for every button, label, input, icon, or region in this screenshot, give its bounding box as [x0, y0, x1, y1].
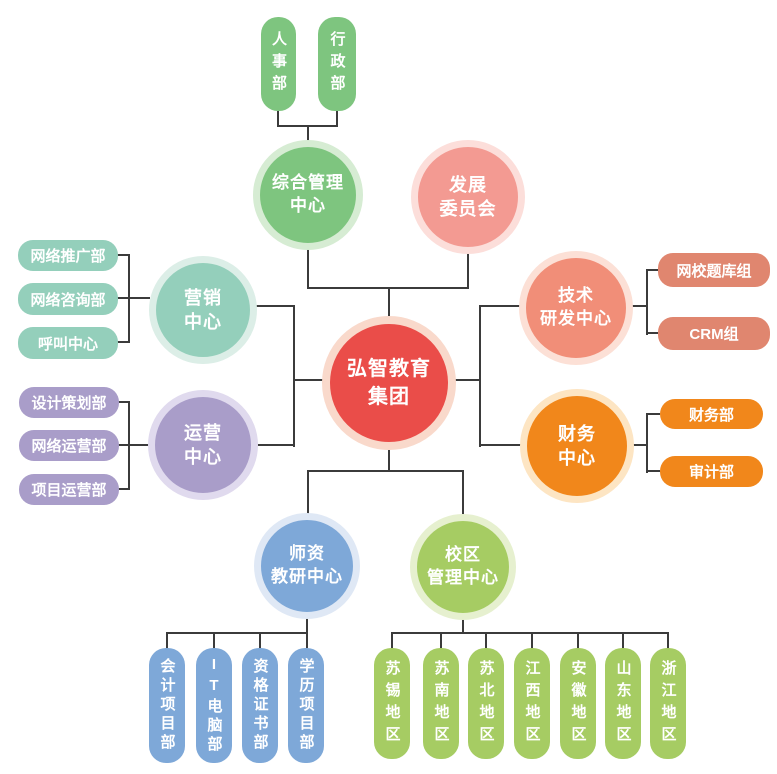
connector-line — [646, 470, 660, 472]
pill-zhejiang-region: 浙江地区 — [650, 648, 686, 759]
connector-line — [118, 444, 149, 446]
pill-crm-group: CRM组 — [658, 317, 770, 350]
connector-line — [307, 125, 309, 141]
pill-jiangxi-region: 江西地区 — [514, 648, 550, 759]
connector-line — [633, 444, 648, 446]
connector-line — [117, 297, 150, 299]
connector-line — [166, 632, 308, 634]
pill-design-planning-dept: 设计策划部 — [19, 387, 119, 418]
connector-line — [117, 341, 130, 343]
node-hongzhi-education-group: 弘智教育 集团 — [322, 316, 456, 450]
connector-line — [646, 413, 660, 415]
node-faculty-teaching-research-center: 师资 教研中心 — [254, 513, 360, 619]
pill-online-school-question-bank-group: 网校题库组 — [658, 253, 770, 287]
pill-suxi-region: 苏锡地区 — [374, 648, 410, 759]
pill-anhui-region: 安徽地区 — [560, 648, 596, 759]
pill-call-center: 呼叫中心 — [18, 327, 118, 359]
connector-line — [667, 632, 669, 648]
connector-line — [293, 305, 295, 447]
connector-line — [479, 305, 481, 447]
pill-it-computer-dept: IT电脑部 — [196, 648, 232, 763]
connector-line — [336, 111, 338, 127]
connector-line — [166, 632, 168, 648]
connector-line — [485, 632, 487, 648]
node-tech-rd-center: 技术 研发中心 — [519, 251, 633, 365]
connector-line — [480, 444, 521, 446]
pill-accounting-project-dept: 会计项目部 — [149, 648, 185, 763]
node-marketing-center: 营销 中心 — [149, 256, 257, 364]
pill-subei-region: 苏北地区 — [468, 648, 504, 759]
connector-line — [462, 619, 464, 634]
connector-line — [213, 632, 215, 648]
connector-line — [632, 305, 648, 307]
connector-line — [455, 379, 481, 381]
node-development-committee: 发展 委员会 — [411, 140, 525, 254]
connector-line — [531, 632, 533, 648]
connector-line — [307, 470, 309, 514]
pill-sunan-region: 苏南地区 — [423, 648, 459, 759]
connector-line — [256, 305, 294, 307]
pill-degree-project-dept: 学历项目部 — [288, 648, 324, 763]
pill-shandong-region: 山东地区 — [605, 648, 641, 759]
node-general-management-center: 综合管理 中心 — [253, 140, 363, 250]
connector-line — [646, 269, 648, 335]
connector-line — [646, 413, 648, 473]
node-operations-center: 运营 中心 — [148, 390, 258, 500]
connector-line — [128, 401, 130, 490]
pill-qualification-certificate-dept: 资格证书部 — [242, 648, 278, 763]
connector-line — [293, 379, 323, 381]
pill-web-consulting-dept: 网络咨询部 — [18, 283, 118, 315]
connector-line — [259, 632, 261, 648]
connector-line — [480, 305, 520, 307]
pill-audit-dept: 审计部 — [660, 456, 763, 487]
pill-web-operations-dept: 网络运营部 — [19, 430, 119, 461]
connector-line — [391, 632, 393, 648]
connector-line — [117, 254, 130, 256]
connector-line — [646, 269, 658, 271]
node-finance-center: 财务 中心 — [520, 389, 634, 503]
pill-admin-dept: 行政部 — [318, 17, 356, 111]
connector-line — [440, 632, 442, 648]
pill-web-promotion-dept: 网络推广部 — [18, 240, 118, 271]
connector-line — [388, 287, 390, 317]
connector-line — [118, 488, 130, 490]
connector-line — [391, 632, 669, 634]
connector-line — [467, 253, 469, 289]
connector-line — [307, 470, 464, 472]
connector-line — [577, 632, 579, 648]
connector-line — [118, 401, 130, 403]
connector-line — [128, 254, 130, 343]
pill-project-operations-dept: 项目运营部 — [19, 474, 119, 505]
connector-line — [622, 632, 624, 648]
node-campus-management-center: 校区 管理中心 — [410, 514, 516, 620]
pill-hr-dept: 人事部 — [261, 17, 296, 111]
connector-line — [277, 111, 279, 127]
connector-line — [307, 249, 309, 289]
connector-line — [462, 470, 464, 515]
connector-line — [257, 444, 294, 446]
pill-finance-dept: 财务部 — [660, 399, 763, 429]
connector-line — [388, 450, 390, 472]
connector-line — [646, 332, 658, 334]
